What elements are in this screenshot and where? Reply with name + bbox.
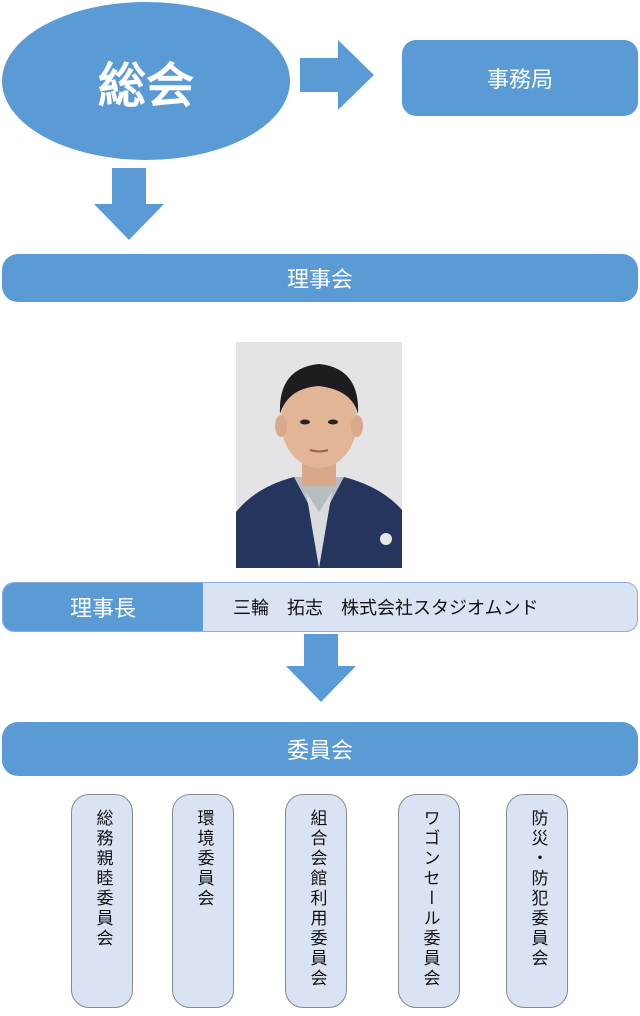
- committees-header-box: 委員会: [2, 722, 638, 776]
- arrow-down-icon: [286, 634, 356, 702]
- general-assembly-ellipse: 総会: [2, 2, 290, 160]
- committee-box: 総務親睦委員会: [71, 794, 133, 1008]
- committee-box: 組合会館利用委員会: [285, 794, 347, 1008]
- arrow-right-icon: [300, 40, 374, 110]
- committee-label: 総務親睦委員会: [92, 809, 113, 949]
- chairman-name: 三輪 拓志 株式会社スタジオムンド: [233, 598, 539, 619]
- board-box: 理事会: [2, 254, 638, 302]
- board-label: 理事会: [286, 268, 353, 293]
- chairman-bar: 理事長 三輪 拓志 株式会社スタジオムンド: [2, 582, 638, 632]
- chairman-photo: [236, 342, 402, 568]
- committee-label: 組合会館利用委員会: [306, 809, 327, 989]
- arrow-down-icon: [94, 168, 164, 240]
- committee-box: 環境委員会: [172, 794, 234, 1008]
- general-assembly-label: 総会: [97, 58, 194, 114]
- chairman-role-label: 理事長: [3, 583, 203, 631]
- committee-box: ワゴンセール委員会: [398, 794, 460, 1008]
- committee-label: 防災・防犯委員会: [527, 809, 548, 969]
- secretariat-label: 事務局: [486, 68, 553, 93]
- committees-header-label: 委員会: [286, 739, 353, 764]
- secretariat-box: 事務局: [402, 40, 638, 116]
- committee-label: ワゴンセール委員会: [419, 809, 440, 989]
- committee-box: 防災・防犯委員会: [506, 794, 568, 1008]
- committee-label: 環境委員会: [193, 809, 214, 909]
